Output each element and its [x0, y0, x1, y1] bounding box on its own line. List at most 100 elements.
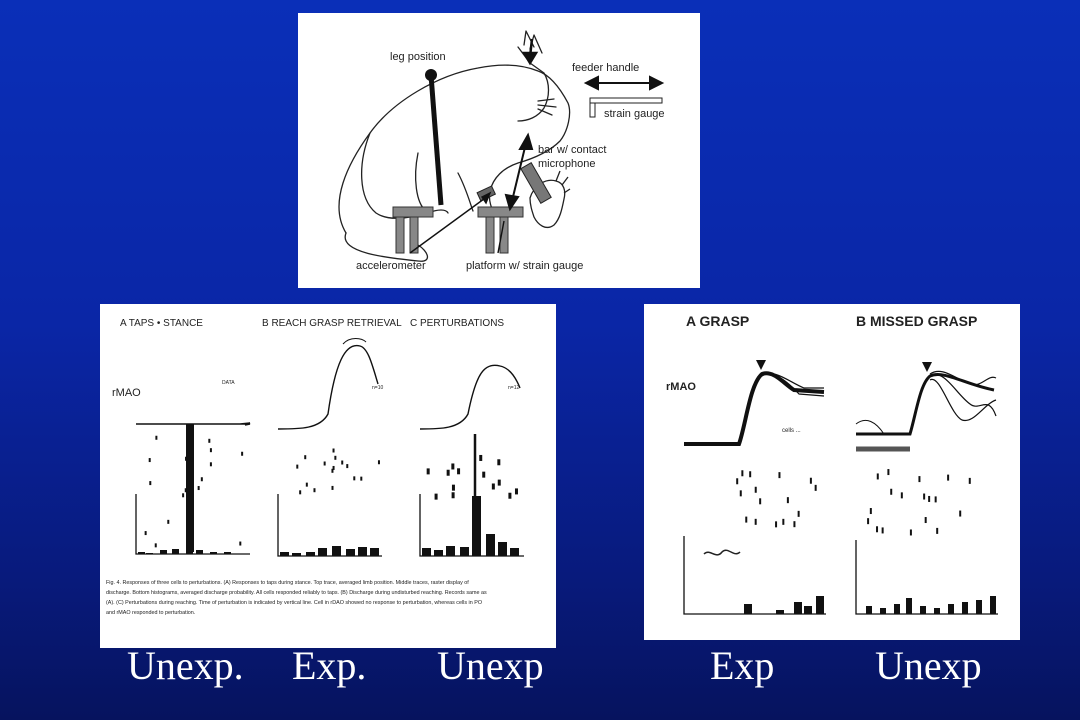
- leg-position-label: leg position: [390, 51, 446, 63]
- histogram-bar: [210, 552, 217, 554]
- raster-tick: [947, 474, 950, 481]
- histogram-bar: [794, 602, 802, 614]
- histogram-bar: [446, 546, 455, 556]
- histogram-bar: [962, 602, 968, 614]
- raster-tick: [867, 518, 870, 525]
- raster-tick: [968, 477, 971, 484]
- annotation-c: n=12: [508, 385, 519, 391]
- histogram-bar: [280, 552, 289, 556]
- histogram-bar: [346, 549, 355, 556]
- raster-tick: [869, 508, 872, 515]
- raster-tick: [451, 463, 455, 470]
- header-missed-grasp: B MISSED GRASP: [856, 313, 977, 329]
- raster-tick: [934, 496, 937, 503]
- feeder-handle-label: feeder handle: [572, 62, 639, 74]
- histogram-bar: [332, 546, 341, 556]
- raster-tick: [208, 438, 211, 443]
- caption-line-2: discharge. Bottom histograms, averaged d…: [106, 590, 487, 596]
- histogram-bar: [976, 600, 982, 614]
- raster-tick: [331, 468, 334, 473]
- histogram-bar: [160, 550, 167, 554]
- histogram-bar: [934, 608, 940, 614]
- raster-tick: [239, 541, 242, 546]
- raster-tick: [313, 488, 316, 493]
- histogram-bar: [146, 553, 153, 554]
- raster-tick: [184, 488, 187, 493]
- histogram-bar: [920, 606, 926, 614]
- cell-label-rmao: rMAO: [112, 387, 141, 399]
- histogram-bar: [186, 494, 193, 554]
- header-perturbations: C PERTURBATIONS: [410, 318, 504, 329]
- feeder-handle-arrow: [583, 75, 665, 91]
- raster-tick: [451, 484, 455, 491]
- raster-tick: [497, 459, 501, 466]
- head-marker-arrow: [521, 38, 539, 66]
- leg-position-rod: [428, 74, 444, 206]
- bar-label-line2: microphone: [538, 158, 595, 170]
- histogram-bar: [990, 596, 996, 614]
- raster-display: [144, 435, 518, 548]
- raster-tick: [741, 470, 744, 477]
- raster-tick: [482, 471, 486, 478]
- raster-tick: [190, 457, 193, 462]
- raster-tick: [299, 490, 302, 495]
- raster-tick: [331, 485, 334, 490]
- accelerometer-label: accelerometer: [356, 260, 426, 272]
- figure-caption: Fig. 4. Responses of three cells to pert…: [106, 580, 487, 616]
- raster-tick: [782, 518, 785, 525]
- platform-right: [477, 206, 524, 254]
- raster-tick: [479, 454, 483, 461]
- histogram-bar: [460, 547, 469, 556]
- label-unexpected-perturbation: Unexp: [437, 643, 544, 688]
- histogram-axes: [135, 494, 524, 557]
- raster-tick: [928, 495, 931, 502]
- histogram-bar: [306, 552, 315, 556]
- histogram-axes-right: [683, 536, 998, 615]
- histogram-bar: [422, 548, 431, 556]
- raster-tick: [209, 462, 212, 467]
- caption-line-3: (A). (C) Perturbations during reaching. …: [106, 600, 482, 606]
- raster-tick: [793, 521, 796, 528]
- histogram-bar: [804, 606, 812, 614]
- raster-tick: [182, 493, 185, 498]
- raster-tick: [155, 435, 158, 440]
- raster-tick: [759, 498, 762, 505]
- histogram-bar: [138, 552, 145, 554]
- raster-tick: [959, 510, 962, 517]
- raster-display-right: [736, 469, 971, 536]
- raster-tick: [809, 477, 812, 484]
- cat-outline: [338, 30, 571, 262]
- histogram-bar: [434, 550, 443, 556]
- raster-tick: [304, 455, 307, 460]
- bar-label-line1: bar w/ contact: [538, 144, 606, 156]
- histograms: [138, 494, 519, 556]
- left-figure: A TAPS • STANCE B REACH GRASP RETRIEVAL …: [106, 318, 524, 616]
- raster-tick: [876, 473, 879, 480]
- missed-grasp-traces: [855, 370, 997, 452]
- raster-tick: [377, 460, 380, 465]
- grasp-traces: [684, 371, 825, 446]
- raster-tick: [434, 493, 438, 500]
- histogram-bar: [498, 542, 507, 556]
- raster-tick: [923, 493, 926, 500]
- label-expected-grasp: Exp: [710, 643, 775, 688]
- grasp-marker: [756, 360, 766, 370]
- raster-tick: [876, 526, 879, 533]
- right-figure-panel: A GRASP B MISSED GRASP rMAO cells ...: [644, 304, 1020, 640]
- raster-tick: [814, 484, 817, 491]
- raster-tick: [900, 492, 903, 499]
- strain-gauge-label: strain gauge: [604, 108, 665, 120]
- tap-raster-column: [186, 424, 194, 552]
- label-unexpected-taps: Unexp.: [127, 643, 244, 688]
- annotation-a: DATA: [222, 380, 235, 386]
- histogram-bar: [472, 496, 481, 556]
- left-figure-panel: A TAPS • STANCE B REACH GRASP RETRIEVAL …: [100, 304, 556, 648]
- raster-tick: [936, 527, 939, 534]
- raster-tick: [154, 543, 157, 548]
- histogram-bar: [744, 604, 752, 614]
- raster-tick: [197, 486, 200, 491]
- histogram-bar: [370, 548, 379, 556]
- raster-tick: [909, 529, 912, 536]
- raster-tick: [890, 488, 893, 495]
- label-expected-reach: Exp.: [292, 643, 367, 688]
